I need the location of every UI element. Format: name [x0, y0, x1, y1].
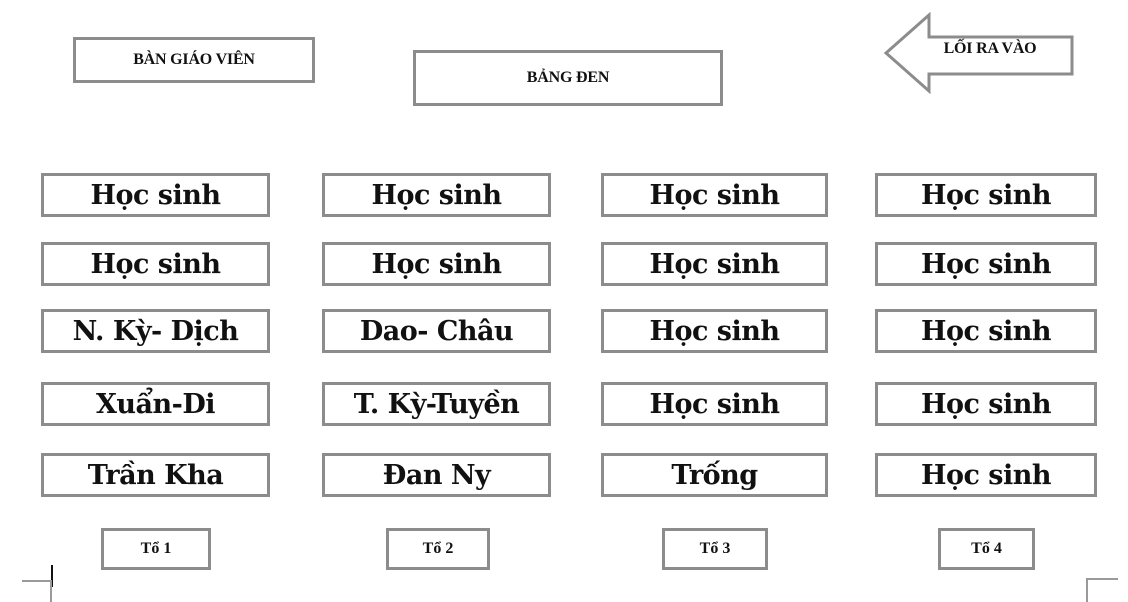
seat-2-4: T. Kỳ-Tuyền: [322, 382, 551, 426]
seat-4-3: Học sinh: [875, 309, 1097, 353]
seat-label: Trần Kha: [87, 459, 224, 491]
group-label-text: Tổ 2: [422, 540, 454, 557]
seat-2-1: Học sinh: [322, 173, 551, 217]
exit-arrow-icon: [884, 12, 1074, 94]
seat-label: Học sinh: [371, 179, 502, 211]
seat-3-3: Học sinh: [601, 309, 828, 353]
seat-3-1: Học sinh: [601, 173, 828, 217]
seat-1-4: Xuẩn-Di: [41, 382, 270, 426]
seat-label: Học sinh: [920, 388, 1052, 420]
seat-4-2: Học sinh: [875, 242, 1097, 286]
group-label-text: Tổ 4: [971, 540, 1002, 557]
seat-1-3: N. Kỳ- Dịch: [41, 309, 270, 353]
seat-label: N. Kỳ- Dịch: [72, 315, 239, 347]
seat-label: Học sinh: [649, 248, 780, 280]
group-label-text: Tổ 1: [140, 540, 172, 557]
seat-2-3: Dao- Châu: [322, 309, 551, 353]
blackboard-label: BẢNG ĐEN: [526, 69, 610, 86]
seat-label: Học sinh: [649, 388, 780, 420]
seat-label: Học sinh: [90, 248, 221, 280]
seat-2-2: Học sinh: [322, 242, 551, 286]
seat-1-5: Trần Kha: [41, 453, 270, 497]
teacher-desk: BÀN GIÁO VIÊN: [73, 37, 315, 83]
seat-4-5: Học sinh: [875, 453, 1097, 497]
seat-label: Học sinh: [649, 179, 780, 211]
seat-1-1: Học sinh: [41, 173, 270, 217]
group-label-4: Tổ 4: [938, 528, 1035, 570]
seat-1-2: Học sinh: [41, 242, 270, 286]
group-label-2: Tổ 2: [386, 528, 490, 570]
seat-4-1: Học sinh: [875, 173, 1097, 217]
seat-label: Dao- Châu: [359, 315, 514, 347]
page-corner-mark-left: [22, 580, 52, 602]
seat-label: Học sinh: [920, 179, 1052, 211]
seat-label: Học sinh: [371, 248, 502, 280]
seat-3-2: Học sinh: [601, 242, 828, 286]
page-corner-mark-right: [1086, 578, 1118, 602]
seat-label: Trống: [671, 459, 758, 491]
seat-label: Học sinh: [920, 248, 1052, 280]
seat-label: Xuẩn-Di: [95, 388, 216, 420]
seat-label: T. Kỳ-Tuyền: [353, 388, 520, 420]
group-label-1: Tổ 1: [101, 528, 211, 570]
group-label-3: Tổ 3: [662, 528, 768, 570]
blackboard: BẢNG ĐEN: [413, 50, 723, 106]
seat-label: Học sinh: [649, 315, 780, 347]
seat-label: Đan Ny: [382, 459, 491, 491]
seat-4-4: Học sinh: [875, 382, 1097, 426]
seat-3-5: Trống: [601, 453, 828, 497]
seat-label: Học sinh: [90, 179, 221, 211]
teacher-desk-label: BÀN GIÁO VIÊN: [133, 51, 255, 68]
seat-3-4: Học sinh: [601, 382, 828, 426]
seat-2-5: Đan Ny: [322, 453, 551, 497]
text-cursor: [51, 565, 53, 587]
seat-label: Học sinh: [920, 315, 1052, 347]
group-label-text: Tổ 3: [699, 540, 731, 557]
seat-label: Học sinh: [920, 459, 1052, 491]
exit-label: LỐI RA VÀO: [943, 40, 1037, 57]
